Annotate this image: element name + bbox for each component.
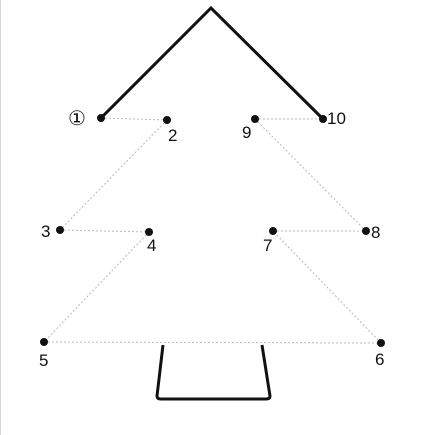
dot-8 [362,227,370,235]
guide-line-8-9 [254,118,367,232]
guide-line-3-4 [59,229,150,233]
dot-6 [377,339,385,347]
guide-line-1-2 [100,117,168,121]
dot-2 [163,116,171,124]
guide-line-6-7 [272,230,382,344]
guide-lines [43,117,382,344]
dot-1 [97,114,105,122]
dot-labels: ① 2 3 4 5 6 7 8 9 10 [39,108,384,370]
dot-label-9: 9 [242,123,251,142]
dot-9 [251,115,259,123]
dot-label-10: 10 [327,109,346,128]
dot-label-2: 2 [168,126,177,145]
dot-4 [145,228,153,236]
dot-7 [269,227,277,235]
dot-label-8: 8 [371,223,380,242]
guide-line-5-6 [43,341,382,344]
dot-label-4: 4 [147,236,156,255]
dot-label-7: 7 [263,236,272,255]
guide-line-2-3 [59,119,168,231]
guide-line-4-5 [43,231,150,343]
tree-trunk [155,344,272,401]
dot-label-1: ① [68,108,86,130]
treetop-outline [99,5,325,121]
dots [40,114,385,347]
dot-3 [56,226,64,234]
dot-label-3: 3 [41,222,50,241]
dot-label-6: 6 [375,350,384,369]
dot-label-5: 5 [39,351,48,370]
dot-10 [319,115,327,123]
dot-5 [40,338,48,346]
page-edge-line [0,0,1,435]
